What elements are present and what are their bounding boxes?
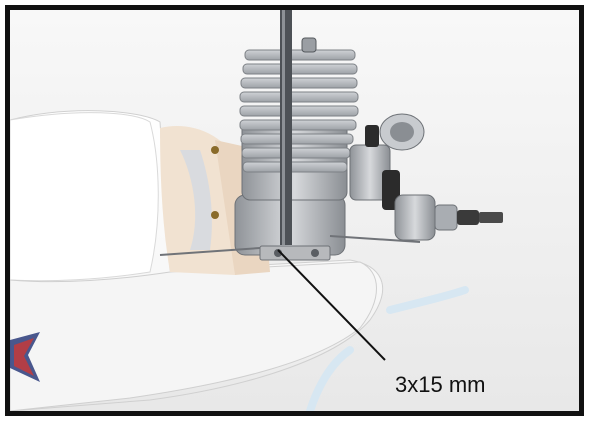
screwdriver: [280, 10, 292, 245]
callout-leader-line: [277, 249, 386, 361]
engine-mount-photo: [10, 10, 579, 411]
fuel-tube: [306, 286, 469, 411]
star-decal: [10, 332, 40, 382]
carburetor: [349, 113, 425, 210]
engine: [159, 37, 503, 261]
image-frame: 3x15 mm: [5, 5, 584, 416]
mount-bracket: [259, 245, 331, 261]
fuselage: [10, 110, 383, 411]
cylinder-fins: [239, 49, 359, 173]
prop-hub: [394, 194, 503, 241]
screw-size-callout: 3x15 mm: [395, 372, 486, 397]
